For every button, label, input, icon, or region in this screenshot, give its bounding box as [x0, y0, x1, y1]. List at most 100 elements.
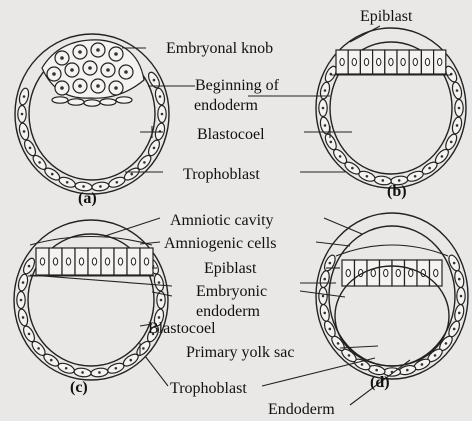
epiblast-cells-b — [336, 50, 446, 74]
trophoblast-cell-nucleus — [38, 161, 41, 164]
trophoblast-cell-nucleus — [129, 359, 132, 362]
label-epiblast-b: Epiblast — [360, 8, 413, 25]
label-embryonal-knob: Embryonal knob — [166, 40, 273, 57]
label-endoderm-d: Endoderm — [268, 401, 335, 418]
epiblast-cell-nucleus — [144, 258, 148, 265]
knob-cell-nucleus — [60, 86, 64, 90]
trophoblast-cell-nucleus — [361, 363, 364, 366]
amnion-roof-d — [336, 245, 448, 256]
trophoblast-cell-nucleus — [348, 354, 351, 357]
epiblast-cell-nucleus — [377, 58, 381, 65]
trophoblast-cell-nucleus — [160, 299, 163, 302]
epiblast-cell-nucleus — [371, 269, 375, 276]
trophoblast-cell-nucleus — [323, 278, 326, 281]
endoderm-cell — [100, 99, 116, 105]
trophoblast-cell-nucleus — [142, 347, 145, 350]
trophoblast-cell-nucleus — [28, 333, 31, 336]
trophoblast-cell-nucleus — [366, 175, 369, 178]
epiblast-cells-d — [342, 260, 442, 286]
label-endoderm-ab: endoderm — [194, 97, 259, 114]
trophoblast-cell-nucleus — [414, 175, 417, 178]
trophoblast-cell-nucleus — [456, 89, 459, 92]
knob-cell-nucleus — [52, 72, 56, 76]
trophoblast-cell-nucleus — [82, 185, 85, 188]
label-blastocoel-ab: Blastocoel — [197, 126, 265, 143]
knob-cell-nucleus — [124, 70, 128, 74]
trophoblast-cell-nucleus — [158, 281, 161, 284]
trophoblast-cell-nucleus — [324, 89, 327, 92]
trophoblast-cell-nucleus — [158, 316, 161, 319]
trophoblast-cell-nucleus — [161, 113, 164, 116]
knob-cell-nucleus — [114, 86, 118, 90]
trophoblast-cell-nucleus — [322, 295, 325, 298]
knob-cell-nucleus — [78, 84, 82, 88]
epiblast-cell-nucleus — [346, 269, 350, 276]
epiblast-cell-nucleus — [396, 269, 400, 276]
trophoblast-cell-nucleus — [434, 354, 437, 357]
trophoblast-cell-nucleus — [329, 141, 332, 144]
epiblast-cell-nucleus — [131, 258, 135, 265]
epiblast-cell-nucleus — [389, 58, 393, 65]
trophoblast-cell-nucleus — [329, 262, 332, 265]
label-embryonic: Embryonic — [196, 283, 267, 300]
label-blastocoel-c: Blastocoel — [148, 320, 216, 337]
knob-cell-nucleus — [96, 48, 100, 52]
trophoblast-cell-nucleus — [130, 173, 133, 176]
trophoblast-cell-nucleus — [66, 181, 69, 184]
knob-cell-nucleus — [78, 50, 82, 54]
panel-label-c: (c) — [70, 379, 88, 396]
epiblast-cell-nucleus — [409, 269, 413, 276]
trophoblast-cell-nucleus — [406, 369, 409, 372]
epiblast-cell-nucleus — [92, 258, 96, 265]
embryo-b — [316, 28, 466, 188]
trophoblast-cell-nucleus — [324, 124, 327, 127]
trophoblast-cell-nucleus — [458, 278, 461, 281]
trophoblast-cell-nucleus — [351, 167, 354, 170]
label-trophoblast-ab: Trophoblast — [183, 166, 260, 183]
trophoblast-cell-nucleus — [65, 367, 68, 370]
epiblast-cell-nucleus — [425, 58, 429, 65]
epiblast-cell-nucleus — [105, 258, 109, 265]
epiblast-cell-nucleus — [118, 258, 122, 265]
trophoblast-cell-nucleus — [323, 312, 326, 315]
trophoblast-cell-nucleus — [22, 281, 25, 284]
trophoblast-cell-nucleus — [460, 295, 463, 298]
trophoblast-cell-nucleus — [450, 141, 453, 144]
epiblast-cells-c — [36, 248, 153, 275]
panel-label-d: (d) — [370, 374, 390, 391]
trophoblast-cell-nucleus — [37, 347, 40, 350]
trophoblast-cell-nucleus — [375, 369, 378, 372]
trophoblast-cell-nucleus — [458, 107, 461, 110]
trophoblast-cell-nucleus — [51, 173, 54, 176]
epiblast-cell-nucleus — [434, 269, 438, 276]
endoderm-cell — [68, 99, 84, 105]
knob-cell-nucleus — [88, 66, 92, 70]
trophoblast-cell-nucleus — [115, 367, 118, 370]
trophoblast-cell-nucleus — [153, 79, 156, 82]
endoderm-cell — [52, 97, 68, 103]
trophoblast-cell-nucleus — [445, 342, 448, 345]
knob-cell-nucleus — [114, 52, 118, 56]
amnion-roof-c — [30, 237, 152, 246]
trophoblast-cell-nucleus — [29, 147, 32, 150]
endoderm-cell — [84, 100, 100, 106]
trophoblast-cell-nucleus — [116, 181, 119, 184]
epiblast-cell-nucleus — [340, 58, 344, 65]
epiblast-cell-nucleus — [66, 258, 70, 265]
panel-label-b: (b) — [387, 183, 407, 200]
epiblast-cell-nucleus — [53, 258, 57, 265]
trophoblast-cell-nucleus — [159, 95, 162, 98]
epiblast-cell-nucleus — [401, 58, 405, 65]
label-beginning-of: Beginning of — [195, 77, 280, 94]
trophoblast-cell-nucleus — [23, 130, 26, 133]
trophoblast-cell-nucleus — [143, 161, 146, 164]
trophoblast-cell-nucleus — [98, 371, 101, 374]
trophoblast-cell-nucleus — [81, 371, 84, 374]
trophoblast-cell-nucleus — [329, 328, 332, 331]
trophoblast-cell-nucleus — [21, 113, 24, 116]
embryo-a — [15, 34, 169, 194]
epiblast-cell-nucleus — [438, 58, 442, 65]
knob-cell-nucleus — [96, 84, 100, 88]
trophoblast-cell-nucleus — [453, 262, 456, 265]
